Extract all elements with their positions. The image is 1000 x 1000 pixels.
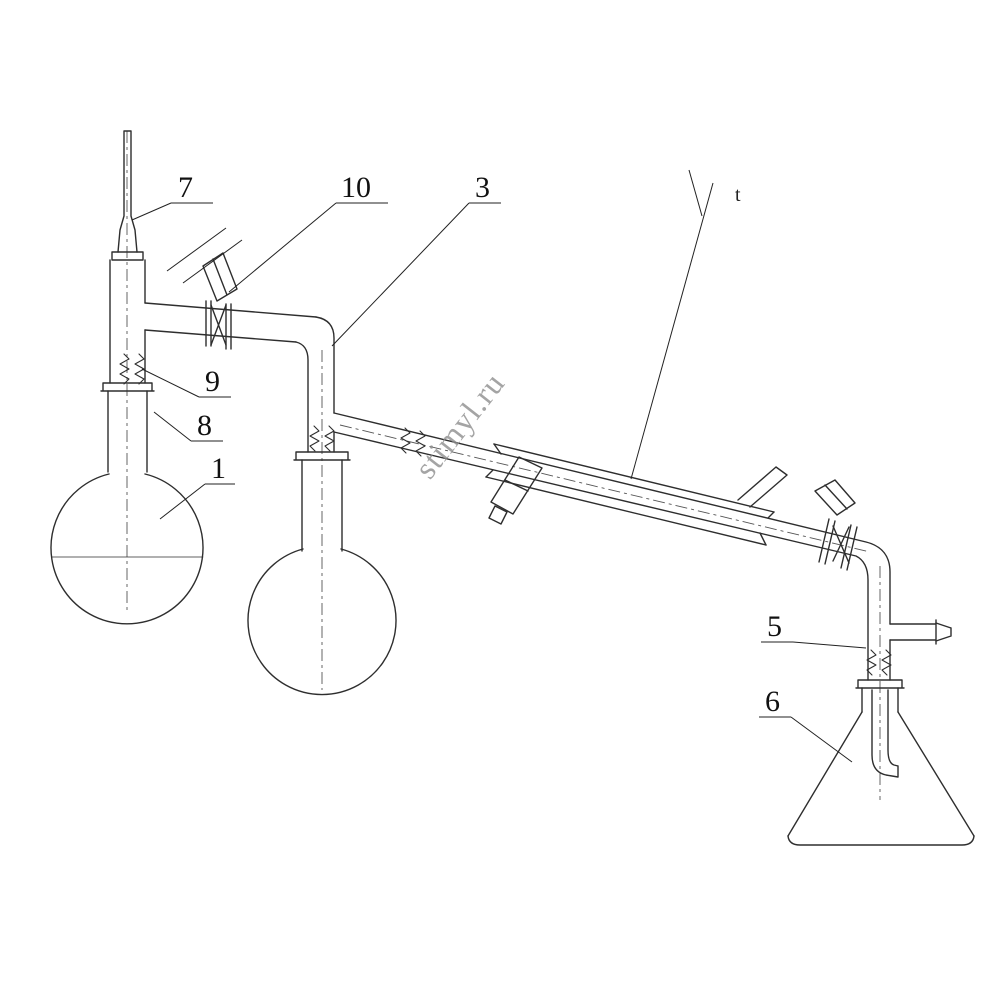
label-6: 6 bbox=[759, 685, 853, 763]
label-10: 10 bbox=[228, 171, 388, 293]
label-8: 8 bbox=[153, 409, 223, 442]
watermark: stimyl.ru bbox=[407, 365, 512, 485]
label-5-leader bbox=[761, 641, 867, 649]
leader-lines-unlabeled bbox=[166, 227, 243, 284]
label-1: 1 bbox=[159, 452, 235, 520]
condenser-inner-tube bbox=[333, 412, 891, 681]
erlenmeyer-flask bbox=[787, 687, 975, 846]
outlet-side-arm bbox=[889, 619, 952, 645]
keck-clamp-10 bbox=[202, 252, 238, 350]
label-3-leader bbox=[331, 202, 501, 347]
t-mark: t bbox=[735, 184, 741, 206]
label-9: 9 bbox=[141, 365, 231, 398]
label-1-text: 1 bbox=[211, 452, 226, 485]
label-10-leader bbox=[228, 202, 388, 293]
label-5: 5 bbox=[761, 610, 867, 649]
condenser-jacket bbox=[485, 443, 775, 546]
leader-line-condenser bbox=[630, 169, 714, 480]
label-9-leader bbox=[141, 368, 231, 398]
label-5-text: 5 bbox=[767, 610, 782, 643]
flask1-ground-joint bbox=[100, 353, 155, 392]
label-3: 3 bbox=[331, 171, 501, 347]
keck-clamp-right bbox=[814, 479, 858, 571]
round-bottom-flask-1 bbox=[50, 390, 204, 625]
stopcock bbox=[488, 456, 543, 525]
label-7-leader bbox=[131, 202, 213, 221]
label-7: 7 bbox=[131, 171, 213, 221]
receiver-ground-joint bbox=[855, 649, 905, 689]
label-8-leader bbox=[153, 411, 223, 442]
label-7-text: 7 bbox=[178, 171, 193, 204]
label-6-text: 6 bbox=[765, 685, 780, 718]
centerlines bbox=[126, 131, 881, 800]
label-6-leader bbox=[759, 716, 853, 763]
still-head-adapter bbox=[109, 259, 335, 453]
vent-tube bbox=[737, 466, 788, 508]
label-10-text: 10 bbox=[341, 171, 371, 204]
round-bottom-flask-2 bbox=[247, 459, 397, 696]
label-9-text: 9 bbox=[205, 365, 220, 398]
label-8-text: 8 bbox=[197, 409, 212, 442]
thermometer bbox=[111, 130, 144, 261]
flask2-ground-joint bbox=[293, 425, 351, 461]
label-3-text: 3 bbox=[475, 171, 490, 204]
label-1-leader bbox=[159, 483, 235, 520]
